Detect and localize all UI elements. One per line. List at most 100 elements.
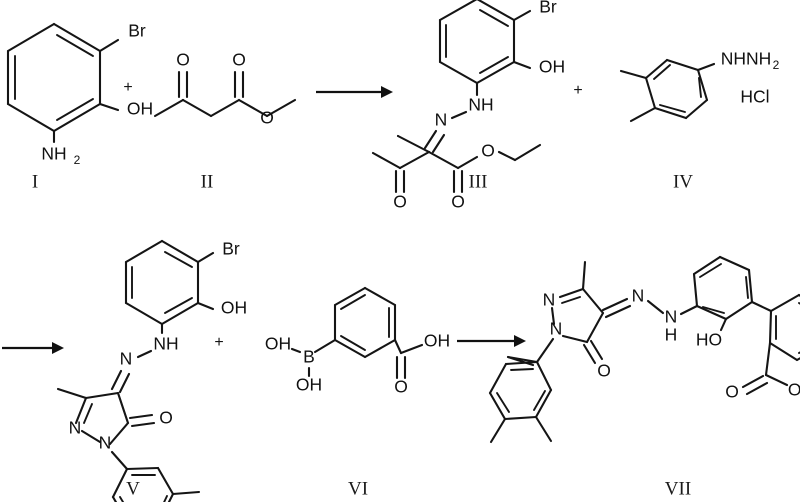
atom-label-N2-V: N [69, 418, 82, 438]
atom-label-HO-VII: HO [696, 330, 722, 350]
bond-C-OH-VII [764, 373, 789, 387]
atom-label-OH-VI-1: OH [265, 334, 291, 354]
atom-label-O-esterchain-II: O [260, 108, 274, 128]
compound-label-VI: VI [348, 478, 368, 499]
atom-label-O-carbonyl-VI: O [394, 377, 408, 397]
bond-III-esterC [427, 150, 460, 170]
bond-NH-N-III [450, 110, 468, 120]
atom-label-HCl-IV: HCl [740, 87, 769, 107]
atom-label-O-ketone-II: O [176, 50, 190, 70]
atom-label-N1-V: N [99, 433, 112, 453]
bond-C5-O-V-a [128, 413, 154, 420]
atom-label-NH-I: NH [41, 144, 66, 164]
compound-label-I: I [32, 171, 38, 192]
compound-label-II: II [201, 171, 214, 192]
bond-ring-COOH-VI [393, 338, 403, 355]
compound-label-VII: VII [665, 478, 691, 499]
compound-label-III: III [469, 171, 488, 192]
atom-label-N-hydrazone-VII: N [632, 286, 645, 306]
bond-N-C-III-b [431, 133, 446, 154]
compound-label-IV: IV [673, 171, 693, 192]
dimethylphenyl-ring-VII [488, 355, 553, 421]
bond-N-NH-VII [646, 299, 665, 315]
compound-III: Br OH NH N O [371, 0, 565, 212]
reaction-arrow-2 [2, 342, 64, 354]
plus-sign-3: + [214, 334, 223, 351]
atom-label-OH-VI-3: OH [424, 331, 450, 351]
bond-C5-O-VII-b [589, 339, 604, 361]
carboxyphenyl-ring-VII [768, 293, 800, 362]
bond-NH-aryl-VII [679, 304, 699, 316]
bond-NHNH2-IV [696, 62, 716, 72]
atom-label-O-esterchain-III: O [481, 141, 495, 161]
atom-label-NH2-subscript-I: 2 [74, 153, 81, 167]
reaction-arrow-3 [457, 335, 526, 347]
dimethylphenyl-ring-V [111, 466, 175, 502]
bond-C4-N-VII-a [601, 297, 629, 312]
atom-label-NH-V: NH [153, 334, 178, 354]
bond-N1-aryl-VII [535, 337, 555, 364]
compound-VI: B OH OH O OH [265, 286, 450, 397]
atom-label-OH-I: OH [127, 99, 153, 119]
bond-OH-VII [719, 317, 728, 332]
bond-OH-I [98, 102, 120, 112]
pyrazolone-ring-VII [550, 287, 605, 344]
atom-label-O-carboxyl-VII: O [725, 382, 739, 402]
bond-C4-N-VII-b [604, 304, 632, 319]
atom-label-O-carbonyl-VII: O [597, 361, 611, 381]
atom-label-OH-carboxyl-VII: OH [788, 380, 800, 400]
bond-C-O-VII-a [741, 374, 765, 389]
atom-label-N1-VII: N [550, 319, 563, 339]
bond-B-OH-VI-1 [290, 347, 302, 354]
bond-II-3 [209, 98, 241, 118]
bond-C-OH-VI [399, 343, 424, 355]
benzene-ring-VI [333, 286, 397, 359]
reaction-arrow-1 [316, 86, 393, 98]
atom-label-N-V: N [120, 349, 133, 369]
bond-OH-III [512, 60, 532, 70]
bond-N-C4-V-b [118, 372, 131, 394]
pyrazolone-ring-V [74, 391, 130, 446]
bond-III-ethyl1 [497, 150, 517, 162]
atom-label-B-VI: B [303, 347, 315, 367]
bond-II-4 [237, 98, 269, 118]
atom-label-O-ketone-III: O [393, 192, 407, 212]
atom-label-N-NH-VII: N [665, 307, 678, 327]
bond-N-C-III-a [423, 129, 438, 150]
atom-label-Br-V: Br [222, 239, 240, 259]
compound-IV: NHNH 2 HCl [619, 49, 780, 123]
bond-Br-V [196, 251, 215, 264]
benzene-ring-IV [644, 58, 709, 120]
bond-methyl-C3-V [56, 387, 88, 400]
bond-ring-B-VI [313, 338, 337, 354]
benzene-ring-III [438, 0, 516, 85]
bond-II-2 [181, 98, 213, 118]
bond-N1-aryl-V [110, 450, 129, 471]
bond-NH-N-V [136, 349, 153, 359]
atom-label-NH-III: NH [468, 95, 493, 115]
atom-label-O-esterdbl-III: O [451, 192, 465, 212]
atom-label-O-carbonyl-V: O [159, 408, 173, 428]
atom-label-OH-VI-2: OH [296, 375, 322, 395]
benzene-ring-V [124, 239, 200, 326]
bond-II-1 [153, 98, 185, 118]
atom-label-OH-V: OH [221, 298, 247, 318]
bond-N-C4-V-a [110, 369, 123, 391]
atom-label-Br-I: Br [128, 21, 146, 41]
atom-label-NHNH2-subscript-IV: 2 [773, 58, 780, 72]
hydroxyphenyl-ring-VII [692, 255, 754, 321]
bond-C5-O-V-b [130, 421, 156, 428]
bond-III-left [396, 134, 431, 154]
bond-C-O-VII-b [745, 381, 769, 396]
bond-methyl-IV-2 [629, 106, 657, 123]
benzene-ring-I [6, 22, 102, 133]
bond-III-acetylC [398, 150, 431, 170]
atom-label-Br-III: Br [539, 0, 557, 17]
bond-ring-COOH-VII [764, 341, 772, 377]
bond-methyl-aryl-VII-2 [534, 415, 553, 443]
bond-C5-O-VII-a [582, 343, 597, 365]
bond-III-methyl [371, 151, 402, 170]
bond-III-esterO-chain [456, 155, 479, 170]
